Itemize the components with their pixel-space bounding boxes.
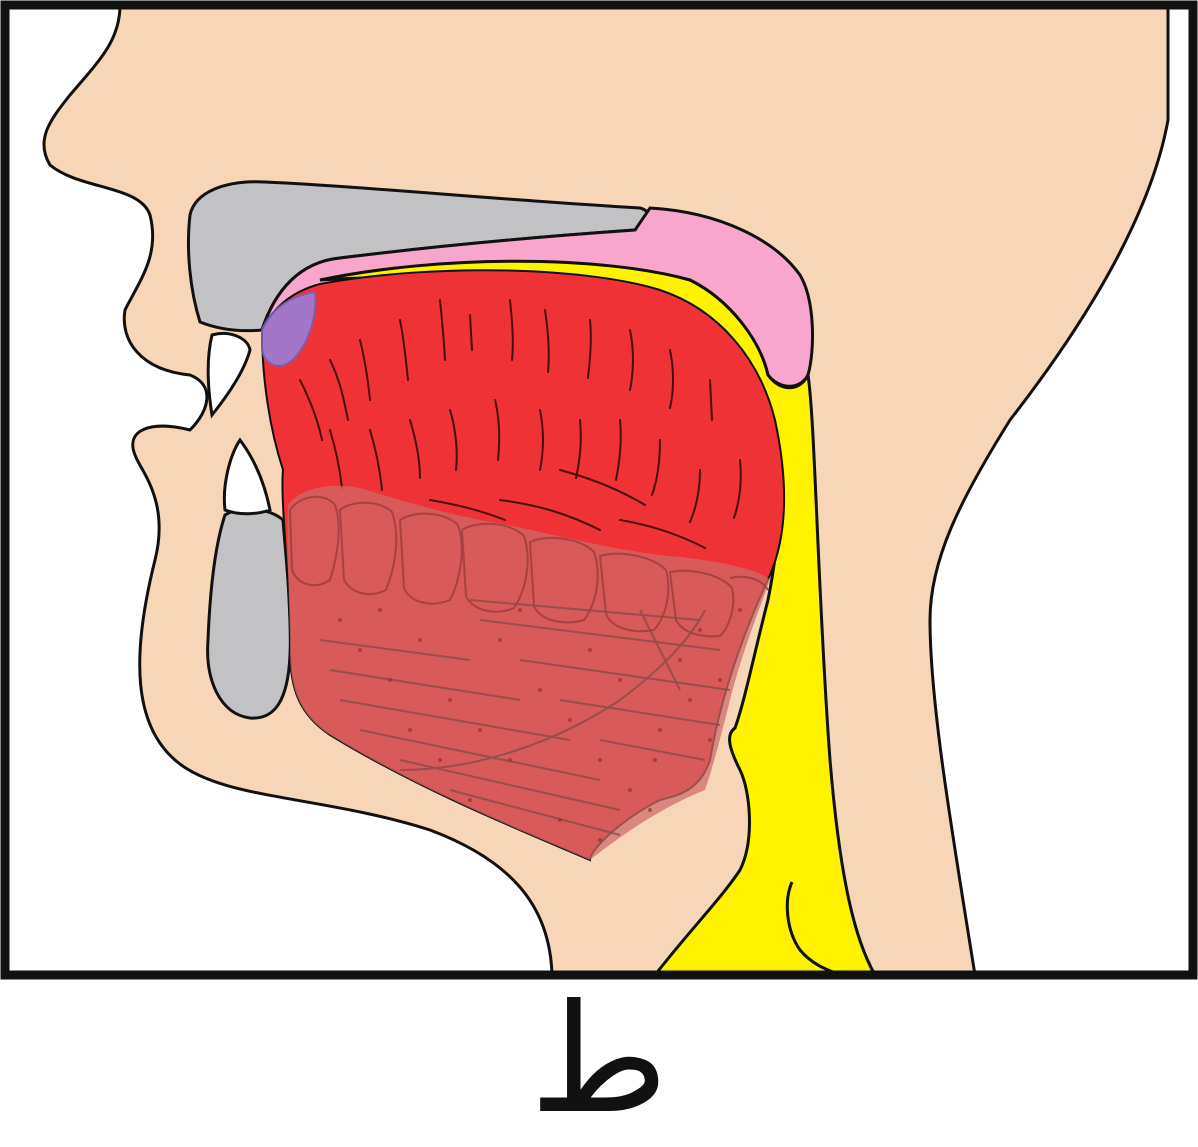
tongue-fibers: [299, 299, 742, 549]
articulation-diagram: [0, 0, 1198, 980]
lower-jaw-bone: [206, 507, 292, 720]
lower-incisor: [222, 437, 272, 516]
lower-teeth-overlay: [287, 485, 770, 860]
letter-caption: ط: [529, 973, 669, 1147]
floor-muscle-lines: [319, 599, 731, 836]
upper-incisor: [206, 332, 252, 419]
contact-point: [261, 290, 317, 367]
molar-outlines: [288, 495, 769, 638]
diagram-frame: [0, 0, 1198, 980]
floor-speckles: [338, 608, 742, 842]
